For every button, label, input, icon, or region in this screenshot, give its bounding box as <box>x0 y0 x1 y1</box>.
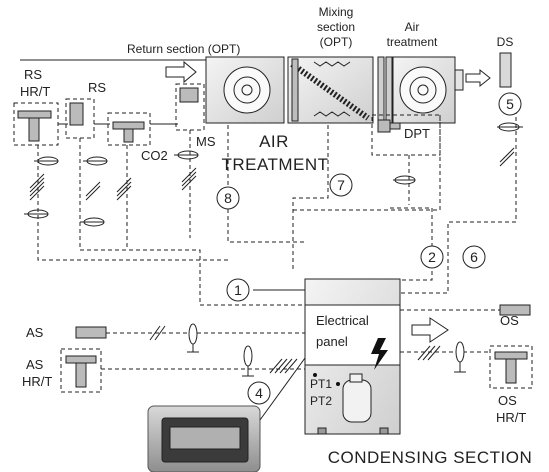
cable-hatches <box>29 147 515 374</box>
as-hrt-label-2: HR/T <box>22 374 52 389</box>
svg-text:6: 6 <box>470 249 478 265</box>
svg-text:7: 7 <box>337 177 345 193</box>
air-treatment-label-1: Air <box>405 20 420 34</box>
cable-glands-row1 <box>24 122 523 227</box>
air-treatment-label-2: treatment <box>387 35 438 49</box>
dpt-label: DPT <box>404 126 430 141</box>
pt2-label: PT2 <box>310 394 332 408</box>
svg-text:4: 4 <box>255 385 263 401</box>
wiring-dashed <box>37 96 517 306</box>
rs-hrt-label-1: RS <box>24 67 42 82</box>
mixing-label-2: section <box>317 20 355 34</box>
rs-label: RS <box>88 80 106 95</box>
callout-8: 7 <box>329 173 353 197</box>
return-section-label: Return section (OPT) <box>127 42 240 56</box>
os-hrt-label-1: OS <box>498 393 517 408</box>
as-hrt-sensor <box>60 348 102 393</box>
callout-4: 4 <box>247 381 271 405</box>
ds-label: DS <box>497 35 514 49</box>
condensing-section-label: CONDENSING SECTION <box>328 448 533 467</box>
as-sensor <box>75 326 107 339</box>
as-label: AS <box>26 325 44 340</box>
co2-sensor <box>107 112 151 146</box>
svg-text:8: 8 <box>224 190 232 206</box>
svg-text:5: 5 <box>506 96 514 112</box>
return-air-arrow <box>165 60 197 84</box>
electrical-panel-label-2: panel <box>316 334 348 349</box>
callout-1: 1 <box>226 278 250 302</box>
mixing-label-3: (OPT) <box>320 35 353 49</box>
svg-text:1: 1 <box>234 282 242 298</box>
os-sensor <box>499 304 531 316</box>
electrical-panel-label-1: Electrical <box>316 313 369 328</box>
pt1-label: PT1 <box>310 377 332 391</box>
condenser-air-arrow <box>411 317 449 343</box>
callout-7: 8 <box>216 186 240 210</box>
rs-hrt-sensor <box>13 102 59 146</box>
svg-text:2: 2 <box>428 249 436 265</box>
callout-5: 5 <box>498 92 522 116</box>
callout-6: 6 <box>462 245 486 269</box>
os-hrt-sensor <box>489 345 533 389</box>
as-hrt-label-1: AS <box>26 357 44 372</box>
ms-sensor <box>175 83 205 131</box>
air-treatment-title-1: AIR <box>259 132 289 151</box>
air-treatment-title-2: TREATMENT <box>221 155 328 174</box>
remote-keypad <box>147 405 261 472</box>
ds-sensor <box>499 52 512 88</box>
dpt-sensor <box>371 114 441 156</box>
supply-air-arrow <box>465 68 491 88</box>
condensing-unit <box>304 278 401 435</box>
mixing-label-1: Mixing <box>319 5 354 19</box>
os-hrt-label-2: HR/T <box>496 410 526 425</box>
co2-label: CO2 <box>141 148 168 163</box>
ms-label: MS <box>196 134 216 149</box>
rs-hrt-label-2: HR/T <box>20 84 50 99</box>
air-handling-unit <box>205 56 464 124</box>
callout-2: 2 <box>420 245 444 269</box>
os-label: OS <box>500 313 519 328</box>
rs-sensor <box>65 98 95 139</box>
